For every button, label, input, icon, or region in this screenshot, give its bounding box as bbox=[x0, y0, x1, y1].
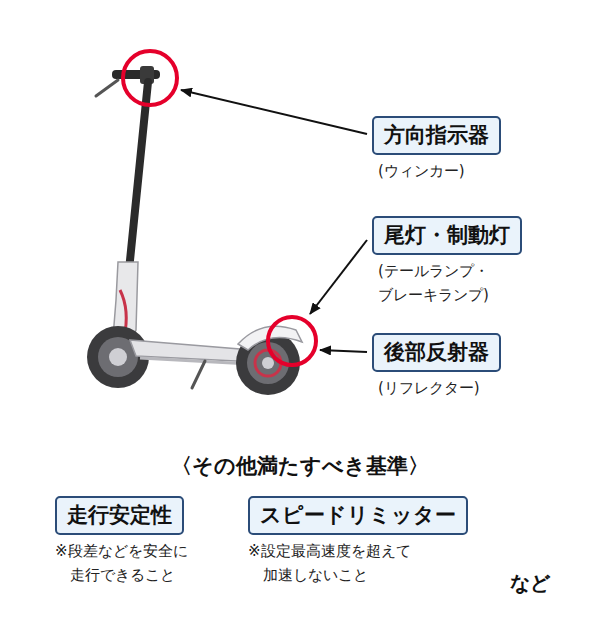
front-wheel bbox=[87, 326, 149, 388]
note-text: (テールランプ・ ブレーキランプ) bbox=[378, 259, 498, 307]
note-text: (ウィンカー) bbox=[378, 159, 501, 183]
box-title: スピードリミッター bbox=[248, 496, 468, 535]
note-text: など bbox=[510, 570, 550, 597]
highlight-circle bbox=[123, 51, 177, 105]
box-title: 方向指示器 bbox=[372, 116, 501, 155]
note-text: ※設定最高速度を超えて 加速しないこと bbox=[248, 539, 421, 587]
label-box: 方向指示器 (ウィンカー) bbox=[372, 116, 501, 183]
kickstand bbox=[192, 361, 205, 388]
box-title: 後部反射器 bbox=[372, 333, 501, 372]
deck-edge bbox=[140, 358, 250, 364]
label-box: 走行安定性 ※段差などを安全に 走行できること bbox=[55, 496, 198, 587]
box-title: 尾灯・制動灯 bbox=[372, 216, 522, 255]
label-box: スピードリミッター ※設定最高速度を超えて 加速しないこと bbox=[248, 496, 468, 587]
label-box: 尾灯・制動灯 (テールランプ・ ブレーキランプ) bbox=[372, 216, 522, 307]
note-text: (リフレクター) bbox=[378, 376, 501, 400]
note-text: ※段差などを安全に 走行できること bbox=[55, 539, 198, 587]
section-heading: 〈その他満たすべき基準〉 bbox=[171, 452, 429, 480]
leader-arrow bbox=[320, 350, 367, 352]
highlight-circle bbox=[268, 317, 316, 365]
leader-arrow bbox=[310, 240, 367, 314]
box-title: 走行安定性 bbox=[55, 496, 184, 535]
leader-arrow bbox=[181, 90, 367, 134]
label-box: 後部反射器 (リフレクター) bbox=[372, 333, 501, 400]
stem bbox=[127, 82, 148, 290]
